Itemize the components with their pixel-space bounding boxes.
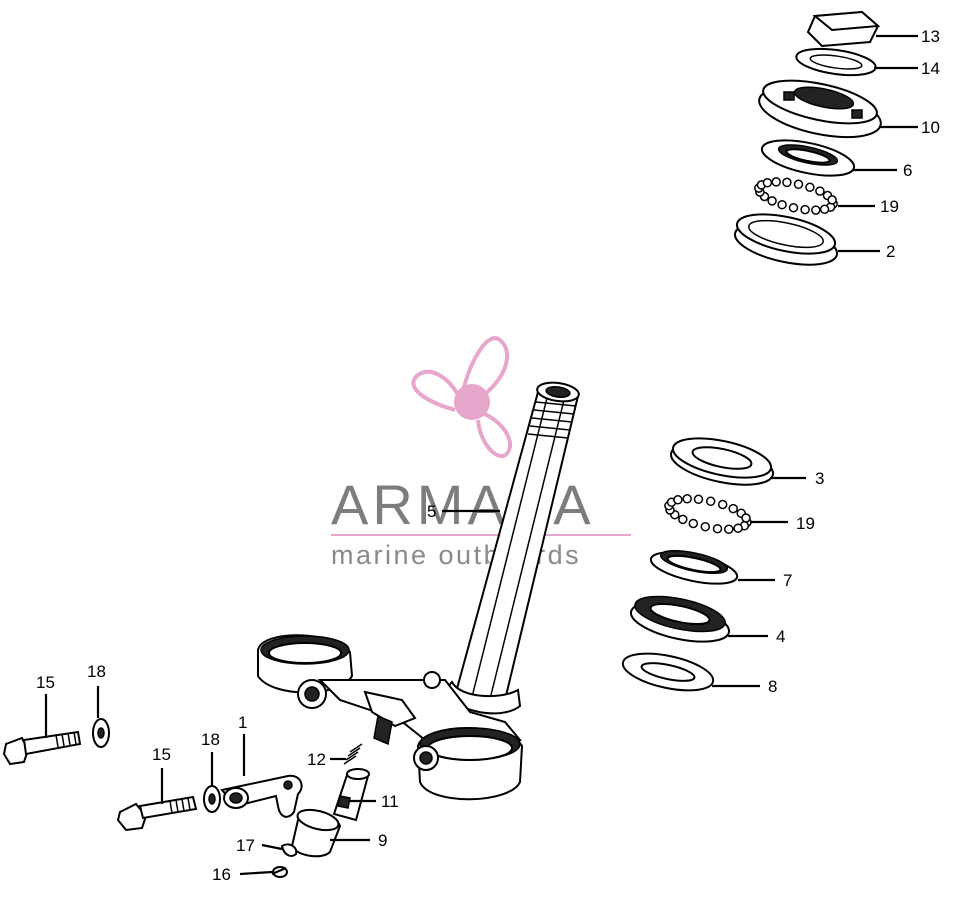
steel-ball <box>741 513 751 523</box>
callout-19-upper: 19 <box>880 197 899 216</box>
callouts: 13 14 10 6 19 2 3 19 7 4 8 5 15 18 15 18… <box>36 27 940 884</box>
callout-7: 7 <box>783 571 792 590</box>
steel-ball <box>800 204 810 215</box>
part-16-screw <box>271 866 288 878</box>
callout-19-lower: 19 <box>796 514 815 533</box>
part-14-washer <box>795 47 877 77</box>
steel-ball <box>811 205 821 215</box>
steel-ball <box>771 177 781 187</box>
callout-15-left: 15 <box>36 673 55 692</box>
callout-2: 2 <box>886 242 895 261</box>
steel-ball <box>827 195 837 205</box>
steel-ball <box>762 177 773 188</box>
part-19-steel-balls-lower <box>664 494 752 534</box>
steel-ball <box>705 496 716 507</box>
steel-ball <box>724 524 734 534</box>
lower-bracket <box>257 634 524 801</box>
part-19-steel-balls-upper <box>754 177 838 215</box>
callout-18-left: 18 <box>87 662 106 681</box>
callout-4: 4 <box>776 627 785 646</box>
steel-ball <box>700 521 711 532</box>
part-18-washer-middle <box>203 785 221 813</box>
callout-17: 17 <box>236 836 255 855</box>
callout-1: 1 <box>238 713 247 732</box>
steel-ball <box>805 182 815 193</box>
callout-8: 8 <box>768 677 777 696</box>
steel-ball <box>712 523 723 534</box>
callout-15-middle: 15 <box>152 745 171 764</box>
lower-bearing-stack <box>621 437 775 692</box>
part-4-bottom-cone-race <box>629 595 731 643</box>
callout-6: 6 <box>903 161 912 180</box>
steel-ball <box>688 518 699 529</box>
watermark-tagline: marine outboards <box>331 540 581 570</box>
part-15-bolt-middle <box>116 795 198 832</box>
part-7-ball-race <box>649 549 739 585</box>
part-18-washer-left <box>92 718 110 748</box>
part-1-lock-bracket <box>220 774 303 818</box>
steel-ball <box>728 503 738 514</box>
callout-12: 12 <box>307 750 326 769</box>
part-6-top-ball-race <box>760 139 856 177</box>
steel-ball <box>788 202 799 213</box>
callout-3: 3 <box>815 469 824 488</box>
leader-lines <box>44 34 918 876</box>
callout-11: 11 <box>381 792 399 811</box>
steel-ball <box>717 499 728 510</box>
part-13-stem-nut <box>806 10 881 48</box>
callout-5: 5 <box>427 502 436 521</box>
callout-9: 9 <box>378 831 387 850</box>
part-15-bolt-left <box>2 730 82 766</box>
callout-14: 14 <box>921 59 940 78</box>
part-17-clip <box>280 843 298 857</box>
steel-ball <box>815 186 825 196</box>
steel-ball <box>767 196 777 206</box>
part-2-cone-race <box>733 213 839 266</box>
steel-ball <box>678 514 688 525</box>
part-12-spring <box>343 743 363 765</box>
steel-ball <box>673 495 683 505</box>
callout-16: 16 <box>212 865 231 884</box>
steel-ball <box>782 177 792 188</box>
steel-ball <box>682 494 692 504</box>
callout-13: 13 <box>921 27 940 46</box>
steel-ball <box>793 179 804 190</box>
watermark: ARMADA marine outboards <box>331 336 631 570</box>
watermark-divider <box>331 534 631 536</box>
upper-bearing-stack <box>733 10 882 266</box>
steel-ball <box>777 199 787 210</box>
part-9-lock-cover <box>290 808 342 858</box>
steel-ball <box>733 523 743 533</box>
callout-18-middle: 18 <box>201 730 220 749</box>
part-8-dust-seal-washer <box>621 652 715 692</box>
part-10-top-cone-race <box>758 79 882 139</box>
steel-ball <box>693 494 704 505</box>
part-11-lock-pin <box>332 768 370 822</box>
callout-10: 10 <box>921 118 940 137</box>
steel-ball <box>819 204 830 215</box>
part-3-dust-seal <box>669 437 775 486</box>
propeller-icon <box>411 336 512 459</box>
